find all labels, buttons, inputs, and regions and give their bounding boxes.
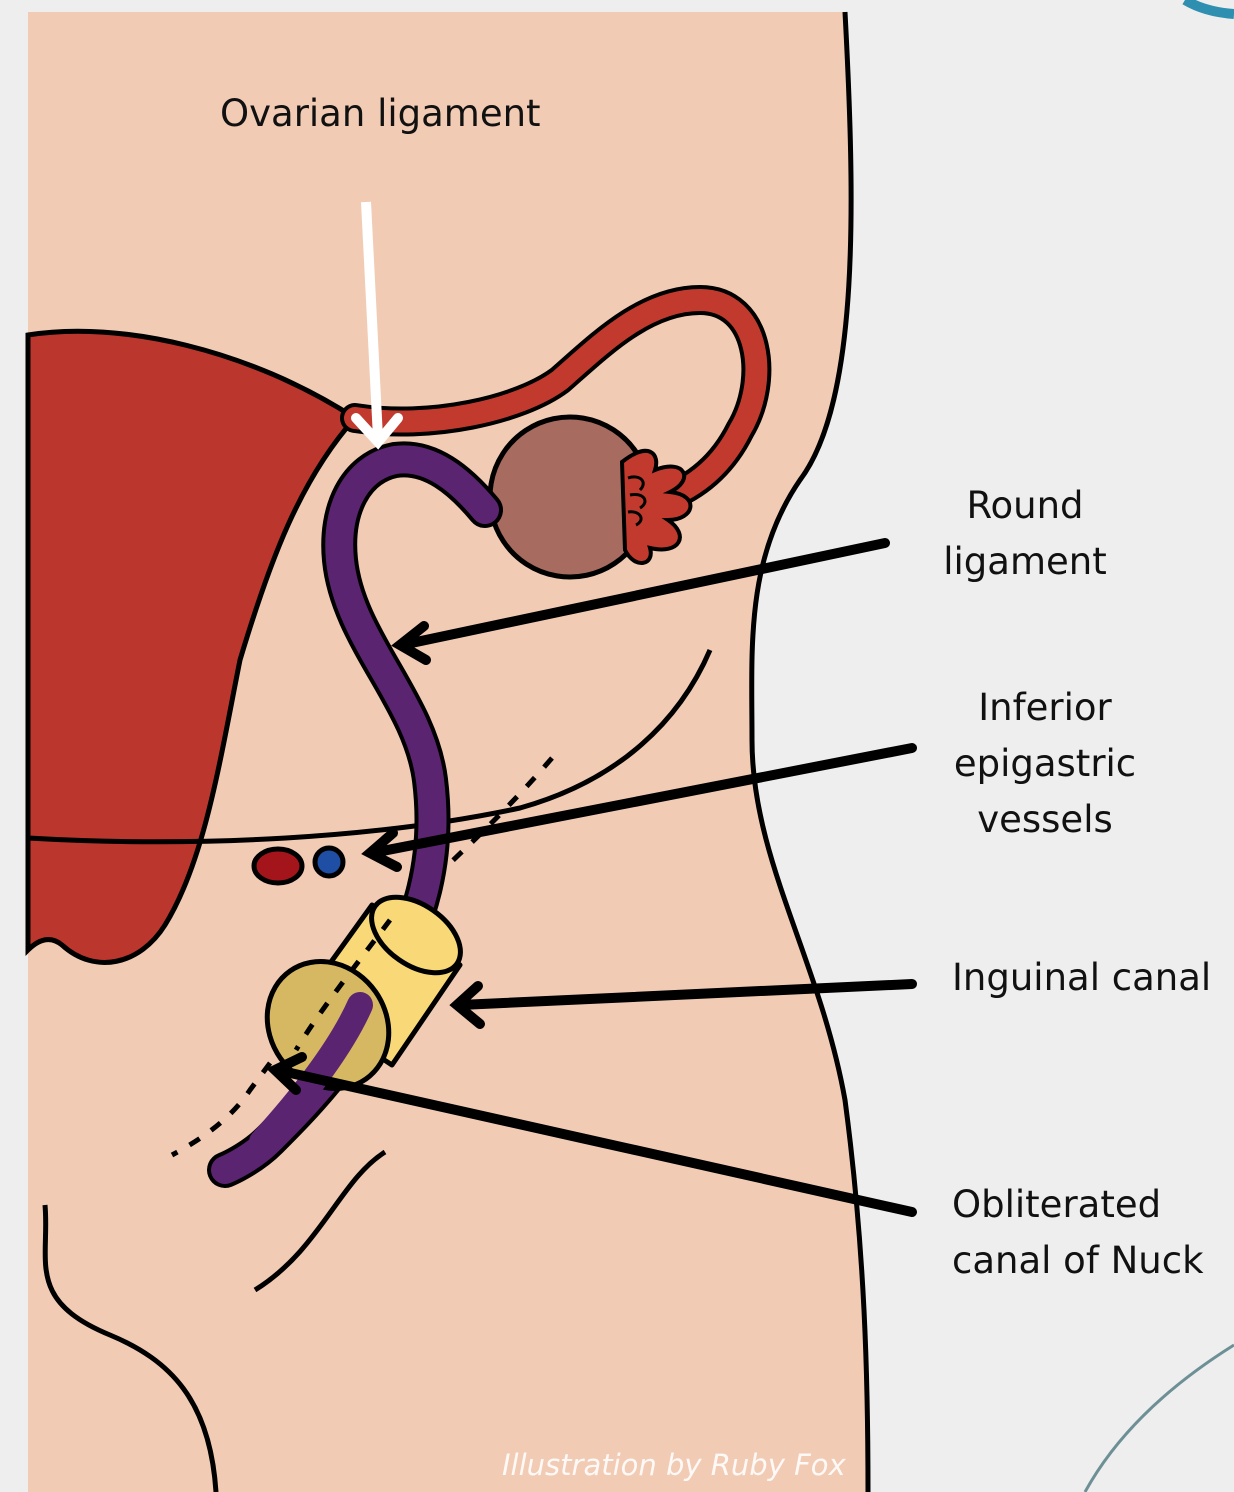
epigastric-artery: [254, 849, 302, 883]
decorative-arc-top: [1185, 0, 1234, 14]
epigastric-vein: [315, 848, 343, 876]
label-round-ligament: Round ligament: [930, 478, 1120, 590]
label-inguinal-canal: Inguinal canal: [952, 950, 1211, 1006]
decorative-arc-bottom: [1085, 1345, 1234, 1492]
label-ovarian-ligament-text: Ovarian ligament: [220, 86, 541, 142]
label-nuck-line1: Obliterated: [952, 1177, 1204, 1233]
label-inguinal-canal-text: Inguinal canal: [952, 950, 1211, 1006]
label-obliterated-canal-of-nuck: Obliterated canal of Nuck: [952, 1177, 1204, 1289]
label-round-ligament-line2: ligament: [930, 534, 1120, 590]
label-round-ligament-line1: Round: [930, 478, 1120, 534]
label-epigastric-line3: vessels: [940, 792, 1150, 848]
label-ovarian-ligament: Ovarian ligament: [220, 86, 541, 142]
label-nuck-line2: canal of Nuck: [952, 1233, 1204, 1289]
illustration-credit: Illustration by Ruby Fox: [502, 1448, 846, 1482]
label-epigastric-line1: Inferior: [940, 680, 1150, 736]
label-epigastric-line2: epigastric: [940, 736, 1150, 792]
label-inferior-epigastric-vessels: Inferior epigastric vessels: [940, 680, 1150, 848]
